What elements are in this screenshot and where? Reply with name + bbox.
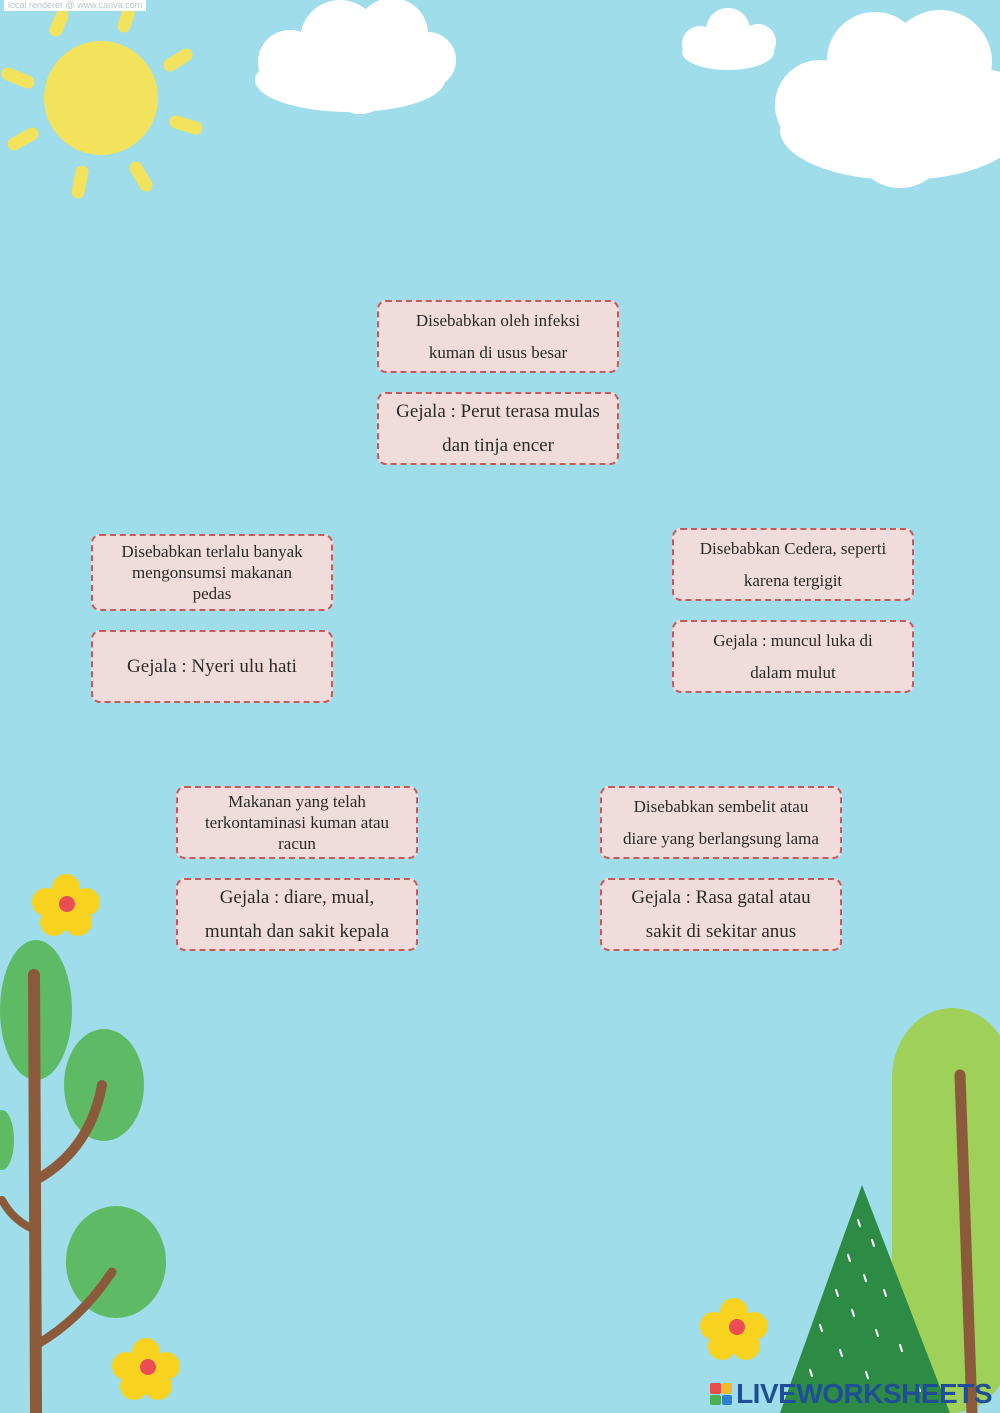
card-line: dan tinja encer [442, 434, 554, 456]
card-line: terkontaminasi kuman atau [204, 813, 390, 832]
card-line: Gejala : Rasa gatal atau [631, 886, 811, 908]
card-line: mengonsumsi makanan [131, 563, 293, 582]
cause-card-3[interactable]: Disebabkan Cedera, seperti karena tergigi… [672, 528, 914, 601]
symptom-card-2[interactable]: Gejala : Nyeri ulu hati [91, 630, 333, 703]
flower-icon [112, 1338, 180, 1400]
sun-icon [1, 7, 203, 199]
card-line: kuman di usus besar [428, 342, 568, 362]
card-line: Gejala : Nyeri ulu hati [127, 655, 297, 677]
cause-card-5[interactable]: Disebabkan sembelit atau diare yang berla… [600, 786, 842, 859]
card-line: sakit di sekitar anus [645, 920, 797, 942]
card-line: Gejala : diare, mual, [219, 886, 375, 908]
card-line: pedas [192, 584, 232, 603]
watermark-top: local renderer @ www.canva.com [4, 0, 147, 11]
flower-icon [700, 1298, 768, 1360]
liveworksheets-badge-icon [710, 1383, 733, 1405]
cause-card-2[interactable]: Disebabkan terlalu banyak mengonsumsi mak… [91, 534, 333, 611]
card-line: Disebabkan sembelit atau [633, 796, 809, 816]
card-line: racun [278, 834, 316, 853]
card-line: Disebabkan Cedera, seperti [699, 538, 887, 558]
cloud-icon [255, 0, 456, 114]
cause-card-1[interactable]: Disebabkan oleh infeksi kuman di usus bes… [377, 300, 619, 373]
card-line: Disebabkan terlalu banyak [121, 542, 303, 561]
liveworksheets-logo: LIVEWORKSHEETS [710, 1378, 992, 1409]
card-line: Gejala : Perut terasa mulas [396, 400, 600, 422]
card-line: Gejala : muncul luka di [713, 630, 873, 650]
cloud-icon [775, 10, 1000, 188]
symptom-card-5[interactable]: Gejala : Rasa gatal atau sakit di sekitar… [600, 878, 842, 951]
card-line: Makanan yang telah [228, 792, 366, 811]
tree-right-icon [892, 1008, 1000, 1413]
symptom-card-4[interactable]: Gejala : diare, mual, muntah dan sakit ke… [176, 878, 418, 951]
pine-tree-icon [780, 1185, 950, 1413]
card-line: dalam mulut [750, 662, 836, 682]
card-line: karena tergigit [743, 570, 843, 590]
symptom-card-3[interactable]: Gejala : muncul luka di dalam mulut [672, 620, 914, 693]
tree-left-icon [0, 940, 166, 1413]
cause-card-4[interactable]: Makanan yang telah terkontaminasi kuman a… [176, 786, 418, 859]
brand-text: LIVEWORKSHEETS [736, 1378, 992, 1409]
card-line: muntah dan sakit kepala [204, 920, 390, 942]
cloud-icon [682, 8, 776, 70]
flower-icon [32, 874, 100, 936]
card-line: Disebabkan oleh infeksi [415, 310, 581, 330]
symptom-card-1[interactable]: Gejala : Perut terasa mulas dan tinja enc… [377, 392, 619, 465]
card-line: diare yang berlangsung lama [623, 828, 819, 848]
